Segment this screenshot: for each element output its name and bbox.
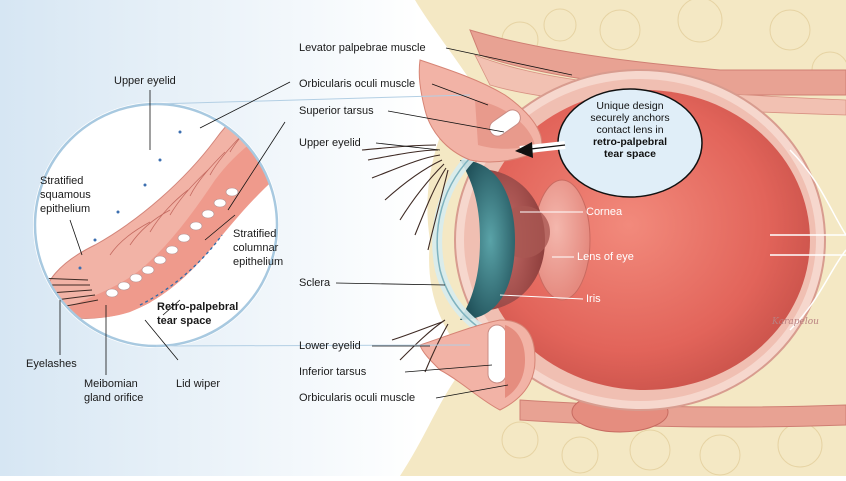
label-iris: Iris (586, 293, 601, 305)
label-meibomian-2: gland orifice (84, 392, 144, 404)
artist-signature: Karapelou (772, 317, 819, 327)
label-stratified-columnar-1: Stratified (233, 228, 277, 240)
label-retro-palpebral-2: tear space (157, 315, 212, 327)
callout-text: Unique design securely anchors contact l… (584, 100, 676, 160)
label-lower-eyelid: Lower eyelid (299, 340, 361, 352)
callout-line-1: Unique design (596, 100, 664, 112)
tear-space (139, 234, 223, 306)
label-inferior-tarsus: Inferior tarsus (299, 366, 367, 378)
leader-lines (59, 47, 573, 399)
label-orbicularis-top: Orbicularis oculi muscle (299, 78, 416, 90)
callout-bold-2: tear space (604, 148, 656, 160)
label-stratified-squamous-1: Stratified (40, 175, 84, 187)
zoom-line-top (155, 94, 471, 105)
label-inset-upper-eyelid: Upper eyelid (114, 75, 176, 87)
label-superior-tarsus: Superior tarsus (299, 105, 374, 117)
label-stratified-squamous-2: squamous (40, 189, 91, 201)
meibomian-glands (105, 187, 239, 298)
label-stratified-columnar-2: columnar (233, 242, 279, 254)
superior-tarsus (489, 109, 521, 137)
label-cornea: Cornea (586, 206, 623, 218)
label-sclera: Sclera (299, 277, 331, 289)
lower-eyelashes (391, 319, 449, 373)
callout-line-2: securely anchors (590, 112, 670, 124)
label-orbicularis-bottom: Orbicularis oculi muscle (299, 392, 416, 404)
label-retro-palpebral-1: Retro-palpebral (157, 301, 239, 313)
label-stratified-squamous-3: epithelium (40, 203, 91, 215)
label-levator: Levator palpebrae muscle (299, 42, 426, 54)
callout-line-3: contact lens in (596, 124, 664, 136)
iris (460, 160, 515, 320)
vitreous (480, 90, 810, 390)
upper-eyelashes (361, 144, 449, 251)
label-stratified-columnar-3: epithelium (233, 256, 284, 268)
label-lens: Lens of eye (577, 251, 634, 263)
label-lid-wiper: Lid wiper (176, 378, 221, 390)
zoom-line-bottom (155, 344, 471, 347)
label-eyelashes: Eyelashes (26, 358, 77, 370)
levator-muscle (469, 29, 846, 96)
eye-cross-section (361, 0, 846, 476)
callout-bold-1: retro-palpebral (592, 136, 668, 148)
label-meibomian-1: Meibomian (84, 378, 138, 390)
label-upper-eyelid: Upper eyelid (299, 137, 361, 149)
inferior-tarsus (487, 324, 507, 384)
